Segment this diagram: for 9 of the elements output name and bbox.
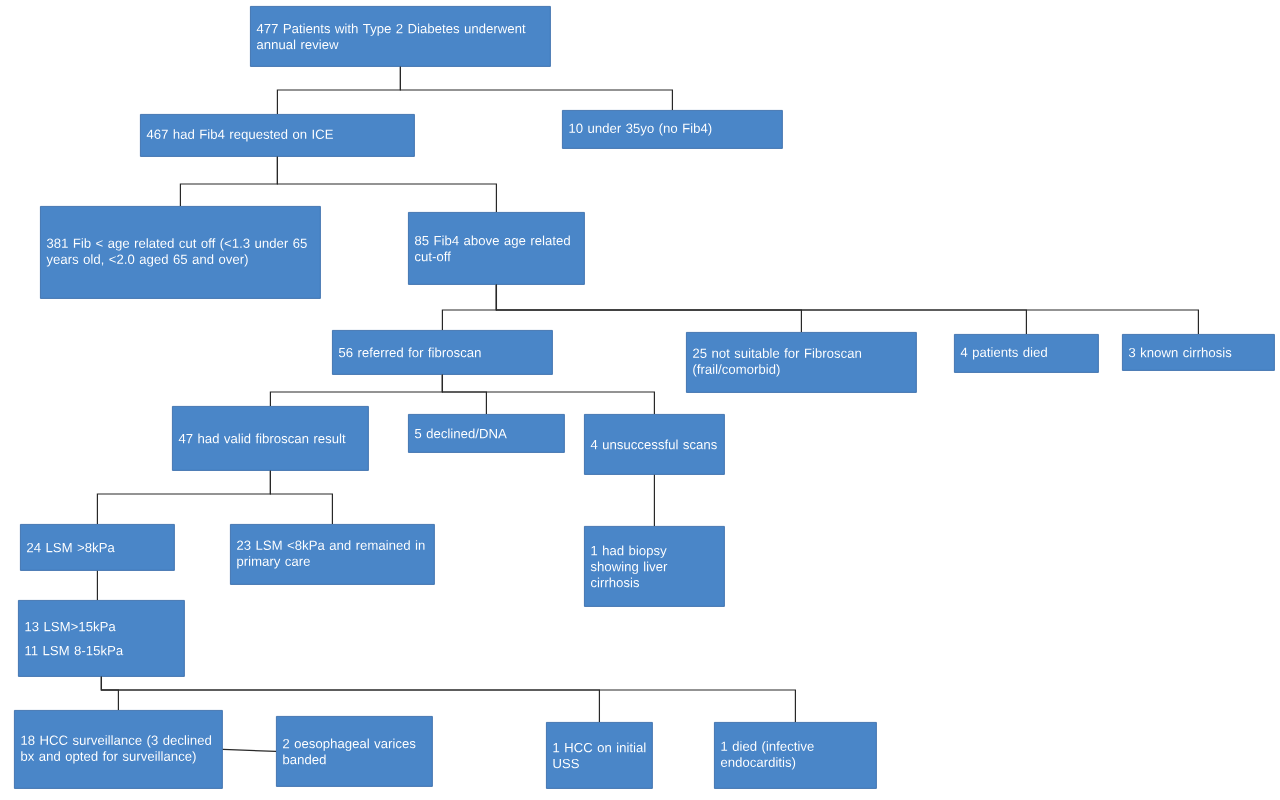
connector-line [100, 676, 796, 723]
connector-line [495, 284, 1199, 335]
connector-line [96, 570, 98, 601]
connector-line [222, 748, 277, 752]
connector-line [653, 474, 655, 527]
connector-line [441, 374, 655, 415]
connector-line [269, 470, 333, 525]
connector-line [276, 156, 497, 213]
connector-line [399, 66, 673, 111]
